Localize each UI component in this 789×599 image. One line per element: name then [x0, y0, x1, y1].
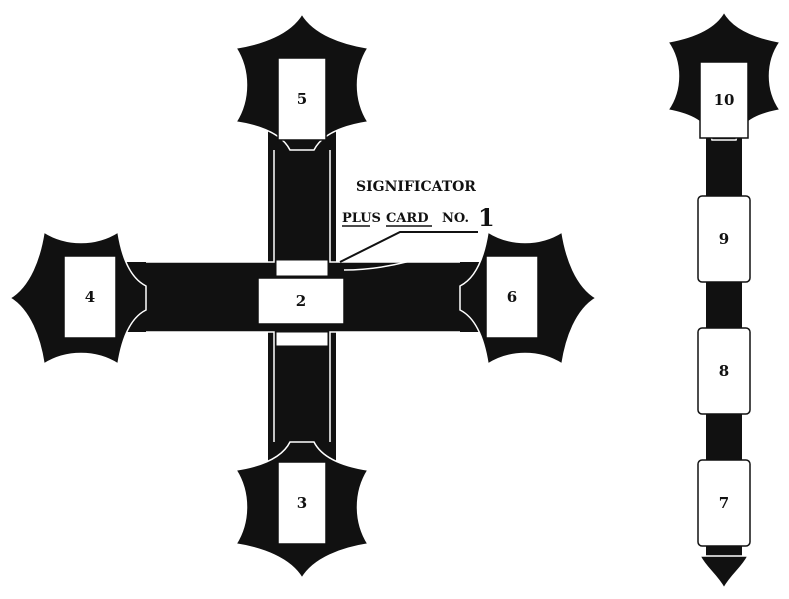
- significator-annotation: SIGNIFICATOR PLUS CARD NO. 1: [342, 179, 495, 232]
- card-number-5: 5: [297, 90, 307, 108]
- celtic-cross: 5 3 4 6 2: [10, 14, 596, 578]
- significator-card: [276, 260, 328, 276]
- card-number-7: 7: [719, 494, 729, 512]
- card-number-8: 8: [719, 362, 729, 380]
- annotation-card: CARD: [386, 211, 429, 226]
- annotation-leader-line: [340, 232, 478, 262]
- card-number-6: 6: [507, 288, 517, 306]
- card-number-10: 10: [714, 91, 735, 109]
- card-number-9: 9: [719, 230, 729, 248]
- annotation-number-1: 1: [478, 203, 495, 232]
- staff-column: 10 9 8 7: [668, 12, 780, 588]
- card-number-4: 4: [85, 288, 95, 306]
- annotation-significator: SIGNIFICATOR: [356, 179, 476, 195]
- annotation-plus: PLUS: [342, 211, 381, 226]
- card-number-3: 3: [297, 494, 307, 512]
- staff-bottom-point: [700, 556, 748, 588]
- card-number-2: 2: [296, 292, 306, 310]
- annotation-no: NO.: [442, 211, 469, 226]
- card-1-lower-edge: [276, 332, 328, 346]
